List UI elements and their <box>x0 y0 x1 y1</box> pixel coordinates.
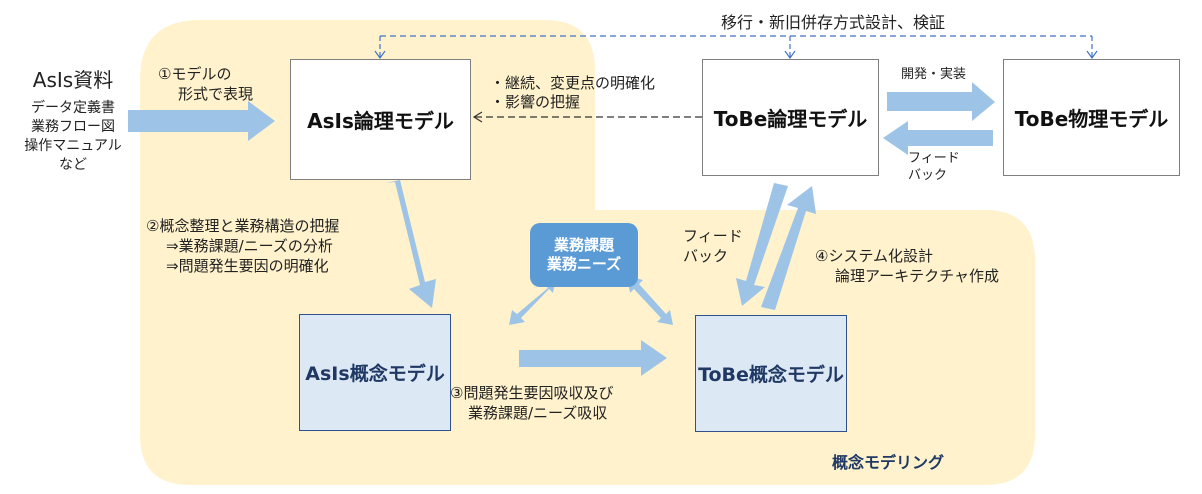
arrow-issues-asis-concept <box>509 276 556 325</box>
arrowhead-clarify <box>472 111 483 123</box>
asis-source-item: データ定義書 <box>31 100 115 116</box>
concept-modeling-title: 概念モデリング <box>832 453 945 472</box>
step3-line: 業務課題/ニーズ吸収 <box>468 404 608 422</box>
business-issues-box[interactable]: 業務課題 業務ニーズ <box>530 223 638 287</box>
step1-line: ①モデルの <box>158 65 232 83</box>
tobe-concept-model-box[interactable]: ToBe概念モデル <box>695 315 847 432</box>
arrowhead-asis-logical <box>374 50 386 60</box>
step1-label: ①モデルの 形式で表現 <box>158 64 253 105</box>
business-issues-label: 業務課題 <box>553 235 614 254</box>
asis-logical-model-box[interactable]: AsIs論理モデル <box>290 59 471 180</box>
tobe-logical-model-label: ToBe論理モデル <box>713 107 868 131</box>
business-needs-label: 業務ニーズ <box>546 255 622 273</box>
step4-label: ④システム化設計 論理アーキテクチャ作成 <box>815 246 999 286</box>
step2-line: ⇒問題発生要因の明確化 <box>166 257 329 275</box>
tobe-physical-model-label: ToBe物理モデル <box>1014 107 1169 131</box>
asis-concept-model-box[interactable]: AsIs概念モデル <box>299 314 451 431</box>
step4-line: ④システム化設計 <box>815 247 933 265</box>
asis-source-item: 操作マニュアル <box>24 138 122 154</box>
clarify-line: ・影響の把握 <box>490 93 581 111</box>
clarify-label: ・継続、変更点の明確化 ・影響の把握 <box>490 74 655 112</box>
step2-line: ⇒業務課題/ニーズの分析 <box>166 237 333 255</box>
feedback-line: フィード <box>683 227 743 245</box>
asis-source: AsIs資料 データ定義書 業務フロー図 操作マニュアル など <box>8 64 138 175</box>
asis-source-item: 業務フロー図 <box>31 119 115 135</box>
tobe-physical-model-box[interactable]: ToBe物理モデル <box>1003 59 1180 176</box>
feedback-right-label: フィード バック <box>908 150 960 184</box>
step4-line: 論理アーキテクチャ作成 <box>835 267 999 285</box>
asis-source-item: など <box>59 157 87 173</box>
asis-concept-model-label: AsIs概念モデル <box>305 363 445 385</box>
asis-source-title: AsIs資料 <box>32 68 114 92</box>
feedback-line: バック <box>908 168 948 183</box>
clarify-line: ・継続、変更点の明確化 <box>490 74 656 92</box>
arrow-issues-tobe-concept <box>627 276 673 325</box>
tobe-logical-model-box[interactable]: ToBe論理モデル <box>702 59 879 176</box>
arrow-asis-source-to-logical <box>128 101 275 141</box>
feedback-line: フィード <box>908 151 960 166</box>
arrowhead-tobe-logical <box>784 50 796 60</box>
feedback-mid-label: フィード バック <box>683 226 743 266</box>
step3-line: ③問題発生要因吸収及び <box>450 384 614 402</box>
step1-line: 形式で表現 <box>178 85 254 104</box>
arrow-physical-feedback <box>883 121 993 155</box>
arrow-step4-up <box>761 186 816 310</box>
arrow-step3 <box>519 340 667 376</box>
arrow-feedback-down <box>736 183 788 306</box>
step2-label: ②概念整理と業務構造の把握 ⇒業務課題/ニーズの分析 ⇒問題発生要因の明確化 <box>146 216 339 276</box>
step3-label: ③問題発生要因吸収及び 業務課題/ニーズ吸収 <box>450 383 613 423</box>
asis-logical-model-label: AsIs論理モデル <box>307 109 454 133</box>
arrow-dev-implementation <box>887 82 995 121</box>
feedback-line: バック <box>683 247 729 265</box>
dev-label: 開発・実装 <box>901 67 967 82</box>
migration-label: 移行・新旧併存方式設計、検証 <box>721 13 946 32</box>
step2-line: ②概念整理と業務構造の把握 <box>146 217 340 235</box>
arrow-step2 <box>386 180 436 308</box>
tobe-concept-model-label: ToBe概念モデル <box>698 364 844 386</box>
arrowhead-tobe-physical <box>1086 50 1098 60</box>
